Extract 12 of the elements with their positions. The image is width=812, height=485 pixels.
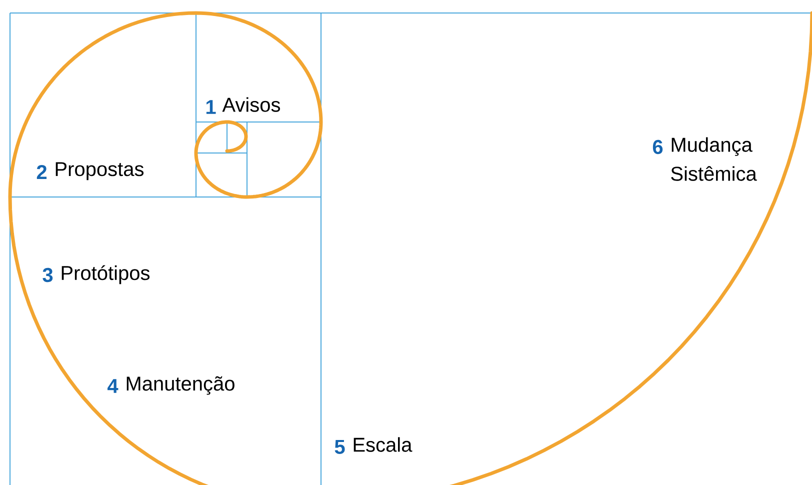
step-label: Avisos [222,97,280,112]
step-label: Manutenção [126,376,234,395]
step-number: 1 [206,100,216,114]
step-number: 4 [108,379,118,393]
step-label: Mudança Sistêmica [671,137,757,181]
step-label: Propostas [56,162,144,180]
step-number: 5 [334,440,345,454]
step-label: Protótipos [62,265,150,284]
step-number: 3 [42,268,53,282]
step-label: Escala [354,437,412,452]
step-number: 6 [652,140,663,154]
step-number: 2 [36,165,47,179]
